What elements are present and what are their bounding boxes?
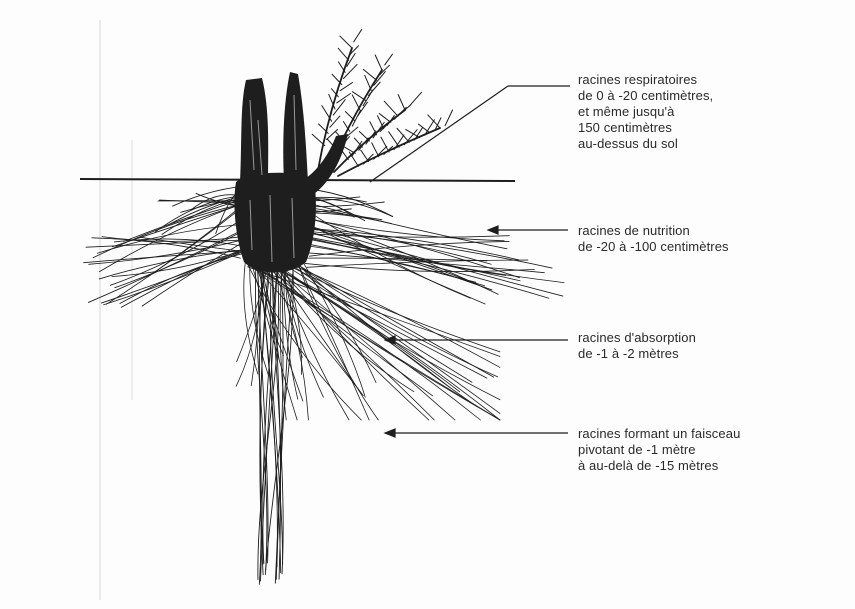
shoot-barb: [370, 122, 377, 135]
label-line: au-dessus du sol: [578, 136, 713, 152]
label-line: pivotant de -1 mètre: [578, 442, 740, 458]
shoot-barb: [352, 95, 360, 111]
label-line: 150 centimètres: [578, 120, 713, 136]
nutrition-root: [303, 217, 519, 278]
arrowhead-taproot: [385, 429, 395, 437]
shoot-barb: [312, 134, 325, 145]
label-line: racines formant un faisceau: [578, 426, 740, 442]
shoot-barb: [384, 101, 398, 116]
shoot-barb: [409, 92, 422, 107]
nutrition-root: [88, 230, 243, 303]
shoot-barb: [340, 83, 352, 91]
shoot-barb: [338, 48, 348, 60]
roots-group: [84, 185, 564, 584]
arrowhead-nutrition: [488, 226, 498, 234]
shoot-barb: [406, 129, 420, 137]
label-line: de -1 à -2 mètres: [578, 346, 696, 362]
shoot-barb: [366, 131, 376, 144]
shoot-barb: [363, 69, 376, 80]
label-taproot-bundle: racines formant un faisceau pivotant de …: [578, 426, 740, 474]
shoot-barb: [342, 145, 356, 153]
absorption-root: [290, 268, 472, 382]
shoot-barb: [361, 150, 369, 161]
shoot-barb: [445, 110, 453, 126]
label-nutrition-roots: racines de nutrition de -20 à -100 centi…: [578, 223, 729, 255]
label-line: de -20 à -100 centimètres: [578, 239, 729, 255]
shoot-barb: [365, 75, 371, 90]
label-respiratory-roots: racines respiratoires de 0 à -20 centimè…: [578, 72, 713, 152]
palm-trunk: [234, 72, 348, 273]
shoot-barb: [375, 55, 382, 70]
shoot-barb: [349, 152, 358, 166]
shoot-barb: [398, 95, 405, 110]
absorption-root: [301, 258, 365, 397]
shoot-barb: [385, 54, 393, 65]
label-line: racines d'absorption: [578, 330, 696, 346]
shoot-barb: [359, 132, 369, 141]
nutrition-root: [142, 244, 240, 306]
label-line: de 0 à -20 centimètres,: [578, 88, 713, 104]
label-line: à au-delà de -15 mètres: [578, 458, 740, 474]
shoot-barb: [333, 100, 345, 115]
absorption-root: [269, 263, 450, 388]
shoot-barb: [428, 115, 440, 128]
absorption-root: [252, 268, 500, 420]
shoot-barb: [340, 36, 352, 48]
shoot-barb: [330, 116, 340, 127]
shoot-barb: [389, 132, 400, 147]
label-line: et même jusqu'à: [578, 104, 713, 120]
label-absorption-roots: racines d'absorption de -1 à -2 mètres: [578, 330, 696, 362]
label-line: racines de nutrition: [578, 223, 729, 239]
label-line: racines respiratoires: [578, 72, 713, 88]
shoot-barb: [379, 113, 391, 122]
shoot-barb: [381, 137, 389, 152]
shoot-barb: [354, 30, 362, 42]
